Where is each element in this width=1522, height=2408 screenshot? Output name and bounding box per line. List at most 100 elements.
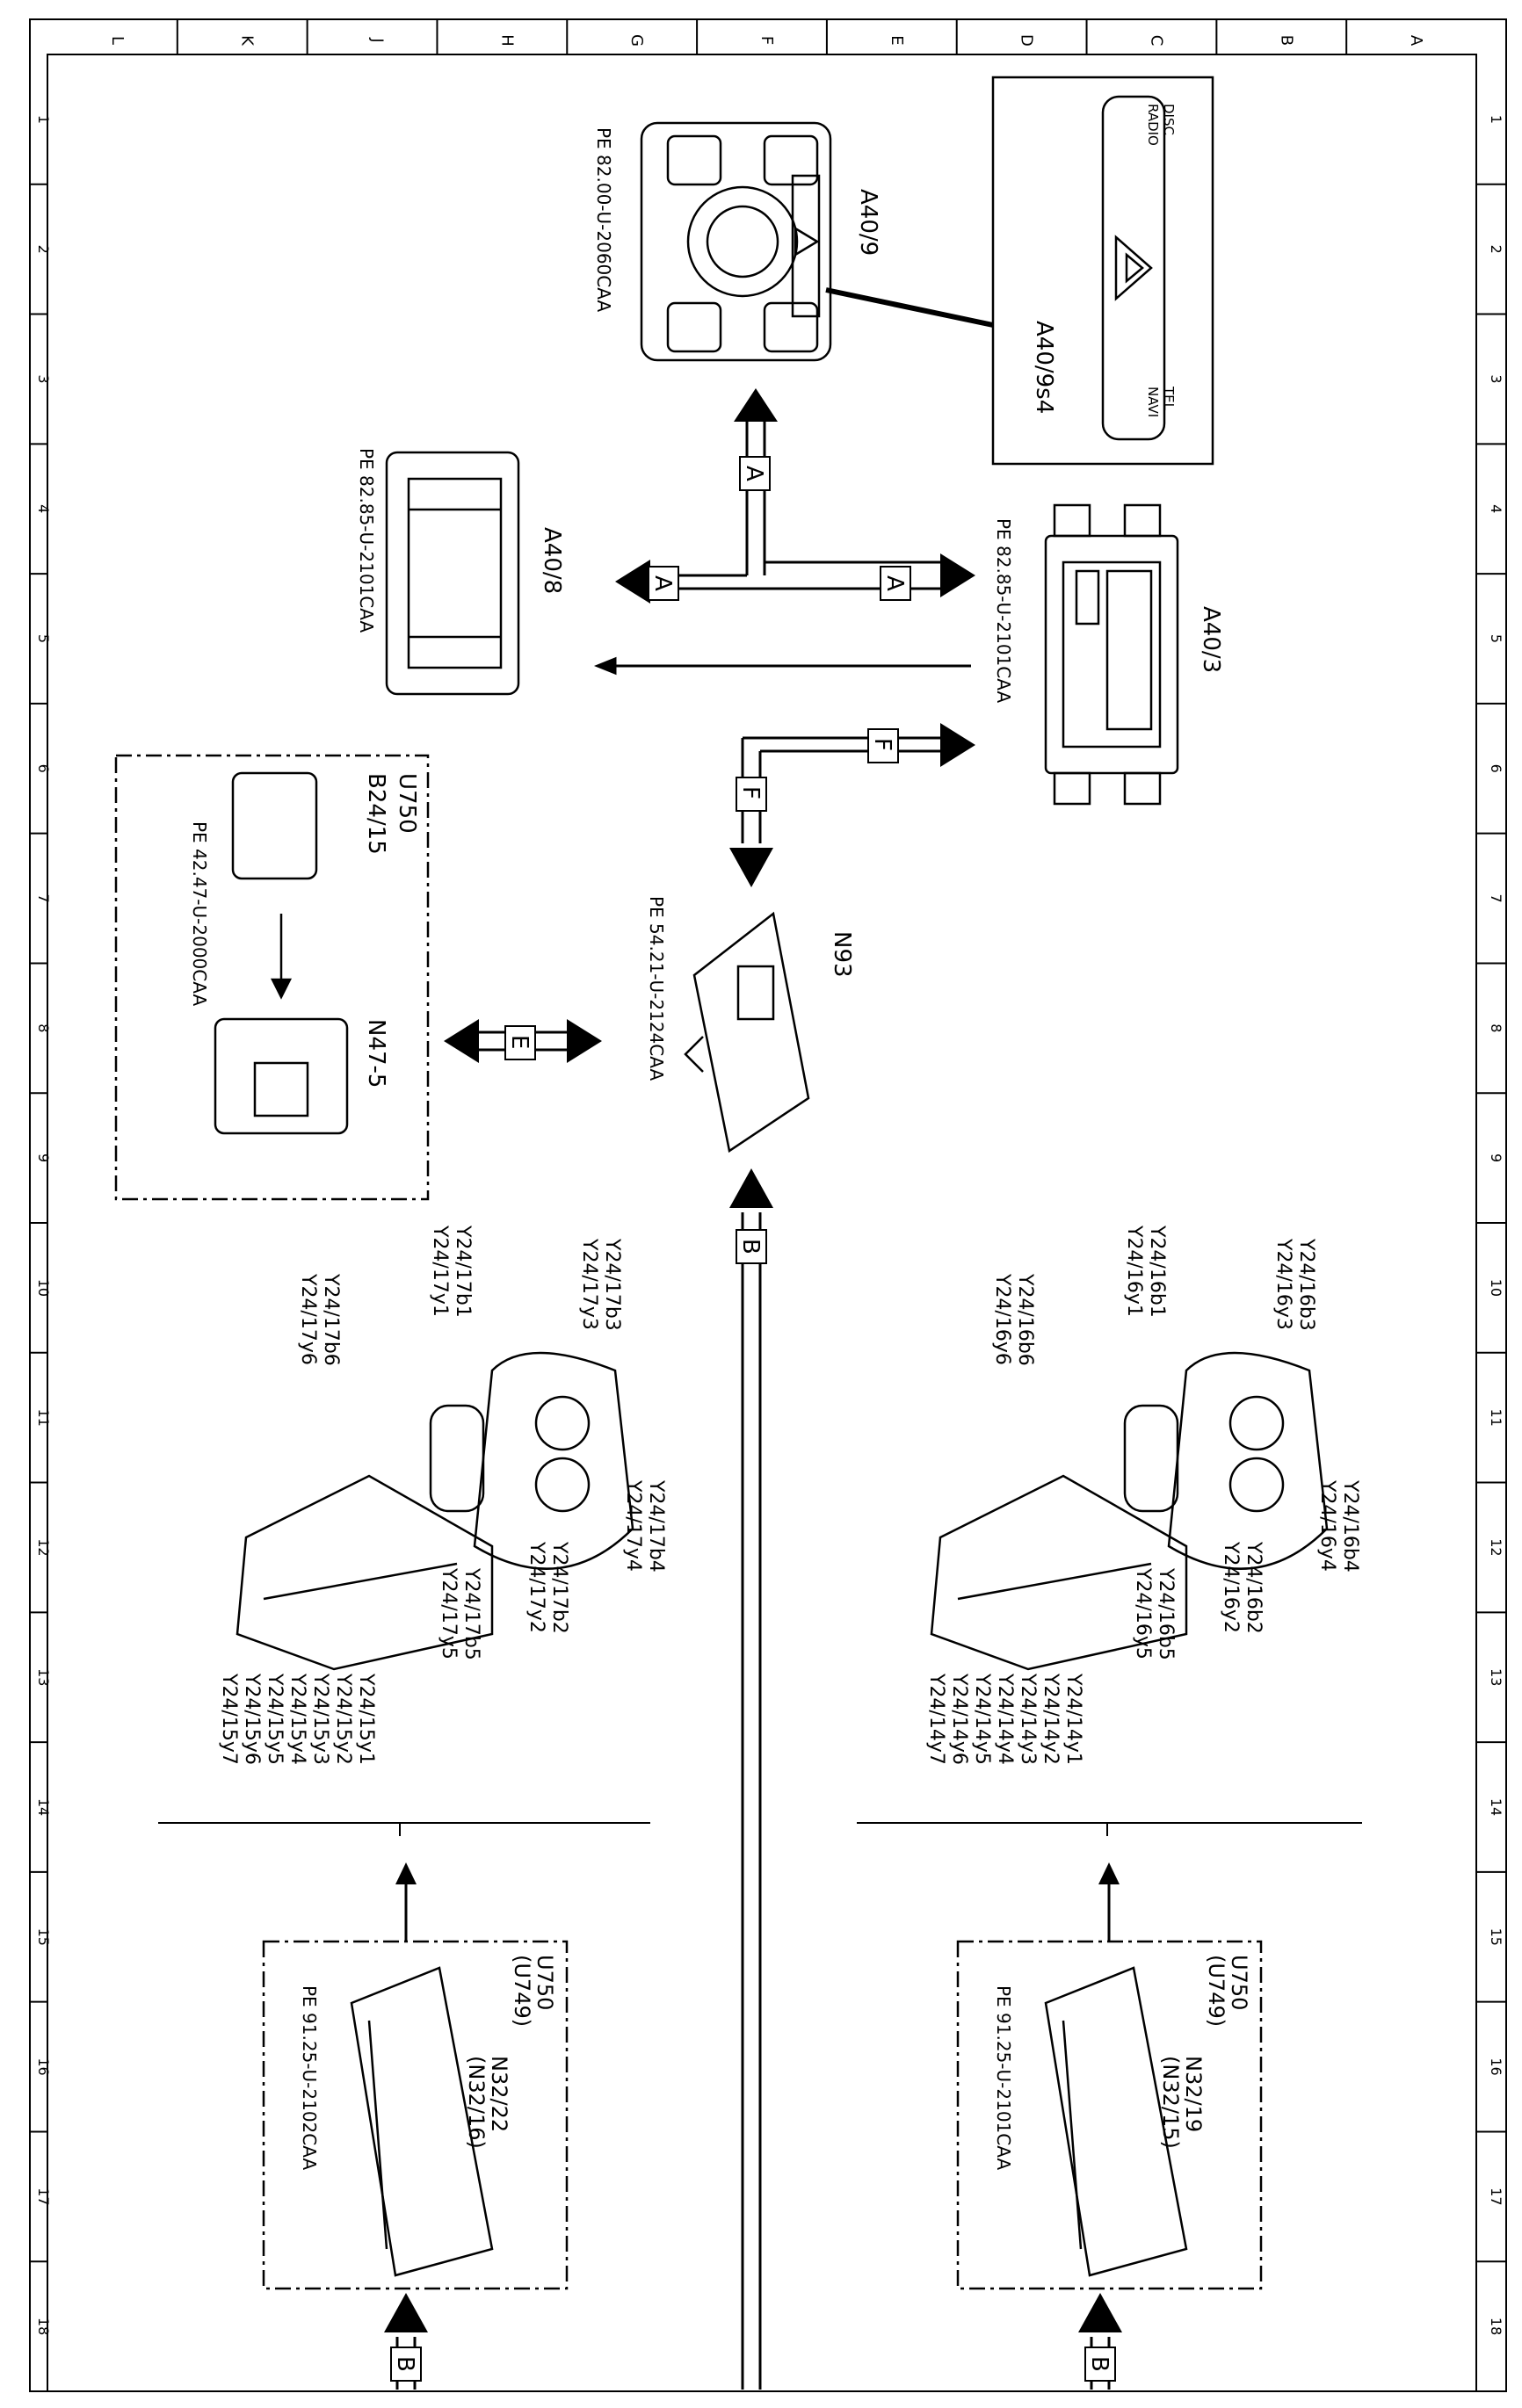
grid-column-label: H [497, 34, 516, 47]
grid-row-label-right: 5 [1488, 634, 1504, 643]
seat-left-right-a-b: Y24/17b4 [645, 1479, 667, 1573]
seat-right-right-c-b: Y24/16b5 [1155, 1567, 1177, 1660]
grid-row-label-left: 11 [35, 1408, 52, 1426]
n32-19-line3: N32/19 [1181, 2056, 1206, 2132]
grid-row-label-left: 9 [35, 1153, 52, 1162]
n32-22-line4: (N32/16) [464, 2056, 489, 2149]
seat-right-bottom-label: Y24/14y7 [925, 1673, 947, 1765]
grid-row-label-right: 14 [1488, 1798, 1504, 1816]
a40-8-ref: PE 82.85-U-2101CAA [356, 448, 377, 633]
grid-row-label-right: 18 [1488, 2318, 1504, 2335]
seat-left-right-a-y: Y24/17y4 [622, 1479, 644, 1572]
n32-19-box [956, 1940, 1263, 2290]
grid-column-label: F [757, 36, 776, 45]
seat-left-bottom-label: Y24/15y1 [355, 1673, 377, 1765]
bus-b-tag-left: B [392, 2356, 418, 2372]
bus-b-tag-right: B [1086, 2356, 1113, 2372]
bus-f-lines [741, 736, 940, 843]
grid-row-label-left: 7 [35, 893, 52, 902]
bus-a-tags [648, 456, 911, 601]
seat-right-brace [857, 1822, 1362, 1836]
grid-row-label-right: 7 [1488, 893, 1504, 902]
n32-22-line3: N32/22 [487, 2056, 511, 2132]
grid-row-label-left: 18 [35, 2318, 52, 2335]
seat-right-mid-b: Y24/16b6 [1014, 1273, 1036, 1366]
grid-row-label-left: 6 [35, 764, 52, 773]
grid-row-label-left: 17 [35, 2187, 52, 2205]
n32-19-bus-b [1078, 2293, 1122, 2390]
grid-column-label: B [1277, 35, 1295, 46]
bus-a-tag-3: A [881, 575, 908, 591]
disc-button-label: DISC [1161, 104, 1177, 135]
seat-left-mid-y: Y24/17y6 [297, 1273, 319, 1365]
grid-row-label-right: 15 [1488, 1928, 1504, 1946]
grid-row-label-right: 6 [1488, 764, 1504, 773]
grid-row-label-left: 5 [35, 634, 52, 643]
seat-left-right-b-y: Y24/17y2 [525, 1541, 547, 1633]
seat-left-bottom-label: Y24/15y7 [218, 1673, 240, 1765]
seat-left-top-b: Y24/17b3 [601, 1238, 623, 1331]
u750-ref: PE 42.47-U-2000CAA [189, 821, 210, 1006]
n32-19-line4: (N32/15) [1158, 2056, 1183, 2149]
seat-left-mid-b: Y24/17b6 [320, 1273, 342, 1366]
grid-row-label-right: 8 [1488, 1023, 1504, 1032]
seat-left-top-y: Y24/17y3 [578, 1238, 600, 1330]
seat-right-top-y: Y24/16y3 [1272, 1238, 1294, 1330]
seat-left-upper-b: Y24/17b1 [452, 1225, 474, 1318]
grid-row-label-left: 15 [35, 1928, 52, 1946]
n93-ref: PE 54.21-U-2124CAA [646, 896, 667, 1081]
seat-right-bottom-group: Y24/14y1Y24/14y2Y24/14y3Y24/14y4Y24/14y5… [925, 1673, 1084, 1765]
a40-9-label: A40/9 [855, 189, 881, 256]
bus-a-lines [593, 404, 971, 676]
tel-button-label: TEL [1161, 386, 1177, 411]
a40-8-display [385, 451, 520, 696]
grid-row-label-left: 8 [35, 1023, 52, 1032]
n32-22-line2: (U749) [510, 1955, 534, 2027]
navi-button-label: NAVI [1145, 387, 1161, 417]
grid-column-label: J [368, 37, 387, 42]
seat-right-bottom-label: Y24/14y1 [1062, 1673, 1084, 1765]
seat-right-bottom-label: Y24/14y6 [948, 1673, 970, 1765]
grid-column-label: D [1018, 34, 1036, 47]
seat-left-bottom-group: Y24/15y1Y24/15y2Y24/15y3Y24/15y4Y24/15y5… [218, 1673, 377, 1765]
seat-right-bottom-label: Y24/14y4 [994, 1673, 1016, 1765]
seat-left-bottom-label: Y24/15y2 [332, 1673, 354, 1765]
a40-3-unit [1044, 503, 1179, 806]
n32-22-box [262, 1940, 569, 2290]
n93-module [684, 911, 810, 1153]
grid-row-label-right: 4 [1488, 504, 1504, 513]
grid-row-label-left: 13 [35, 1668, 52, 1686]
n32-19-line2: (U749) [1204, 1955, 1228, 2027]
seat-right-right-c-y: Y24/16y5 [1132, 1567, 1154, 1660]
b24-15-label: B24/15 [363, 773, 389, 855]
bus-f-tag-2: F [869, 738, 895, 751]
radio-button-label: RADIO [1145, 104, 1161, 146]
u750-label: U750 [394, 773, 420, 834]
a40-9s4-label: A40/9s4 [1031, 321, 1057, 414]
seat-left-bottom-label: Y24/15y6 [241, 1673, 263, 1765]
n32-19-ref: PE 91.25-U-2101CAA [993, 1985, 1014, 2170]
grid-row-label-left: 12 [35, 1538, 52, 1556]
grid-column-label: L [108, 36, 127, 45]
n93-label: N93 [829, 931, 855, 978]
grid-column-label: C [1147, 35, 1165, 47]
a40-3-ref: PE 82.85-U-2101CAA [993, 518, 1014, 703]
grid-row-label-left: 16 [35, 2057, 52, 2075]
grid-row-label-left: 2 [35, 245, 52, 254]
seat-right-feed-arrow [1098, 1862, 1120, 1942]
bus-b-trunk [729, 1168, 773, 2390]
grid-column-label: A [1407, 35, 1425, 47]
grid-row-label-left: 14 [35, 1798, 52, 1816]
bus-a-tag-2: A [649, 575, 676, 591]
seat-right-top-b: Y24/16b3 [1295, 1238, 1317, 1331]
n32-22-line1: U750 [533, 1955, 557, 2010]
grid-row-label-left: 3 [35, 374, 52, 383]
grid-row-label-right: 17 [1488, 2187, 1504, 2205]
seat-right-bottom-label: Y24/14y3 [1017, 1673, 1039, 1765]
grid-row-label-left: 10 [35, 1279, 52, 1297]
